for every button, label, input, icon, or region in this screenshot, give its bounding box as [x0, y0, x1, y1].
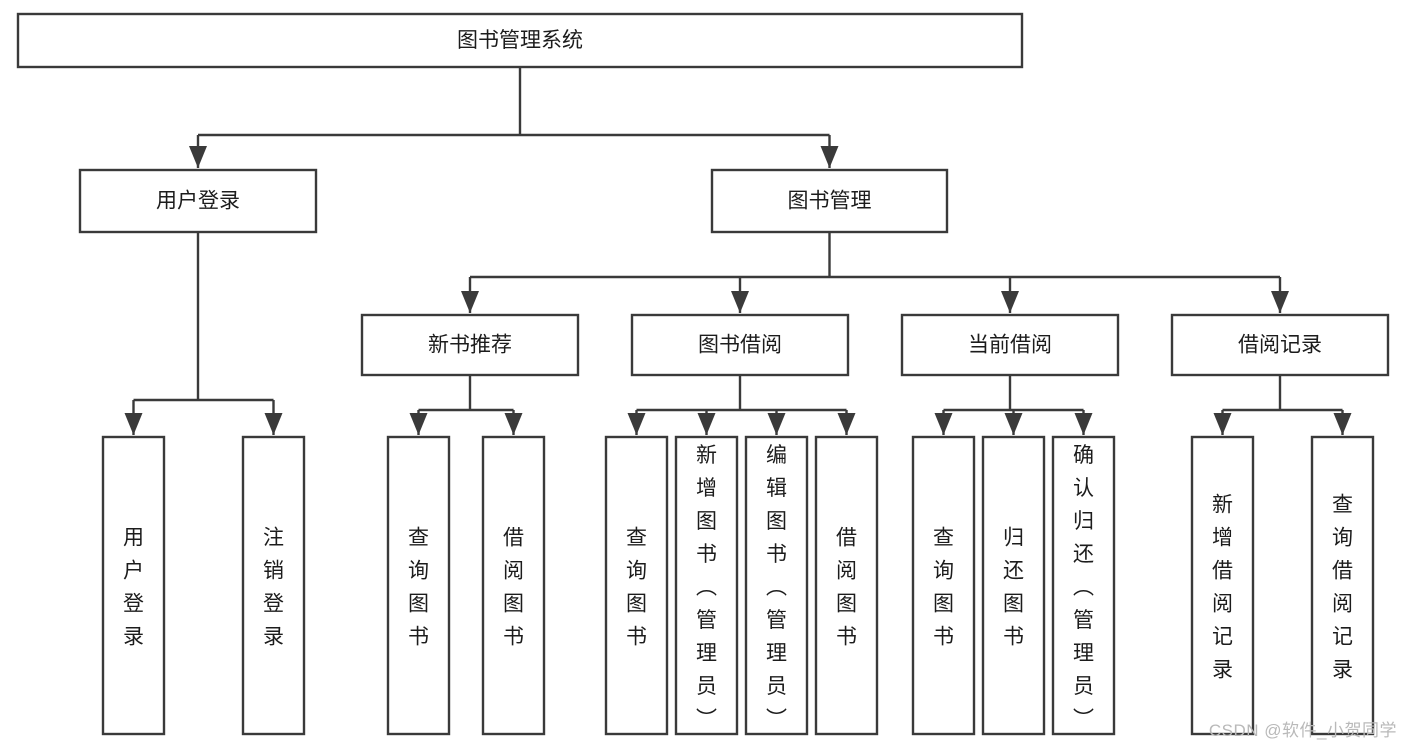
leaf-node-box[interactable]	[386, 435, 451, 736]
arrow-head-icon	[1333, 413, 1352, 435]
leaf-node-label: 编辑图书︵管理员︶	[766, 444, 787, 731]
root-node-box[interactable]	[16, 12, 1024, 69]
leaf-node-box[interactable]	[911, 435, 976, 736]
arrow-head-icon	[1213, 413, 1232, 435]
level3-node-borrow-record-label: 借阅记录	[1238, 334, 1322, 357]
level3-node-new-book-recommend-label: 新书推荐	[428, 334, 512, 357]
leaf-node-label: 查询借阅记录	[1332, 494, 1353, 682]
arrow-head-icon	[731, 291, 749, 313]
leaf-node-label: 用户登录	[123, 527, 144, 649]
level3-node-current-borrow-box[interactable]	[900, 313, 1120, 377]
leaf-node-box[interactable]	[101, 435, 166, 736]
leaf-node-box[interactable]	[1051, 435, 1116, 736]
leaf-node-box[interactable]	[604, 435, 669, 736]
arrow-head-icon	[1004, 413, 1023, 435]
arrow-head-icon	[837, 413, 856, 435]
root-node-label: 图书管理系统	[457, 29, 583, 52]
arrow-head-icon	[409, 413, 428, 435]
leaf-node-box[interactable]	[1190, 435, 1255, 736]
arrow-head-icon	[934, 413, 953, 435]
arrow-head-icon	[189, 146, 207, 168]
level2-node-user-login-label: 用户登录	[156, 190, 240, 213]
level2-node-user-login-box[interactable]	[78, 168, 318, 234]
arrow-head-icon	[124, 413, 143, 435]
level3-node-book-borrow-box[interactable]	[630, 313, 850, 377]
level3-node-current-borrow-label: 当前借阅	[968, 334, 1052, 357]
leaf-node-box[interactable]	[814, 435, 879, 736]
leaf-node-label: 查询图书	[408, 527, 429, 649]
leaf-node-box[interactable]	[981, 435, 1046, 736]
level2-node-book-manage-label: 图书管理	[788, 190, 872, 213]
leaf-node-label: 确认归还︵管理员︶	[1073, 444, 1094, 731]
level3-node-book-borrow-label: 图书借阅	[698, 334, 782, 357]
node-layer: 图书管理系统用户登录图书管理新书推荐图书借阅当前借阅借阅记录用户登录注销登录查询…	[16, 12, 1390, 736]
leaf-node-label: 新增借阅记录	[1212, 494, 1233, 682]
leaf-node-box[interactable]	[481, 435, 546, 736]
arrow-head-icon	[1001, 291, 1019, 313]
leaf-node-box[interactable]	[744, 435, 809, 736]
leaf-node-label: 借阅图书	[503, 527, 524, 649]
level3-node-new-book-recommend-box[interactable]	[360, 313, 580, 377]
leaf-node-box[interactable]	[1310, 435, 1375, 736]
arrow-head-icon	[504, 413, 523, 435]
arrow-head-icon	[461, 291, 479, 313]
leaf-node-label: 借阅图书	[836, 527, 857, 649]
leaf-node-label: 注销登录	[263, 527, 284, 649]
arrow-head-icon	[767, 413, 786, 435]
leaf-node-label: 新增图书︵管理员︶	[696, 444, 717, 731]
leaf-node-box[interactable]	[241, 435, 306, 736]
connector-layer	[124, 67, 1352, 435]
arrow-head-icon	[697, 413, 716, 435]
leaf-node-label: 查询图书	[933, 527, 954, 649]
arrow-head-icon	[264, 413, 283, 435]
leaf-node-label: 查询图书	[626, 527, 647, 649]
arrow-head-icon	[820, 146, 839, 168]
leaf-node-box[interactable]	[674, 435, 739, 736]
arrow-head-icon	[1074, 413, 1093, 435]
level2-node-book-manage-box[interactable]	[710, 168, 949, 234]
arrow-head-icon	[1271, 291, 1289, 313]
arrow-head-icon	[627, 413, 646, 435]
leaf-node-label: 归还图书	[1003, 527, 1024, 649]
level3-node-borrow-record-box[interactable]	[1170, 313, 1390, 377]
